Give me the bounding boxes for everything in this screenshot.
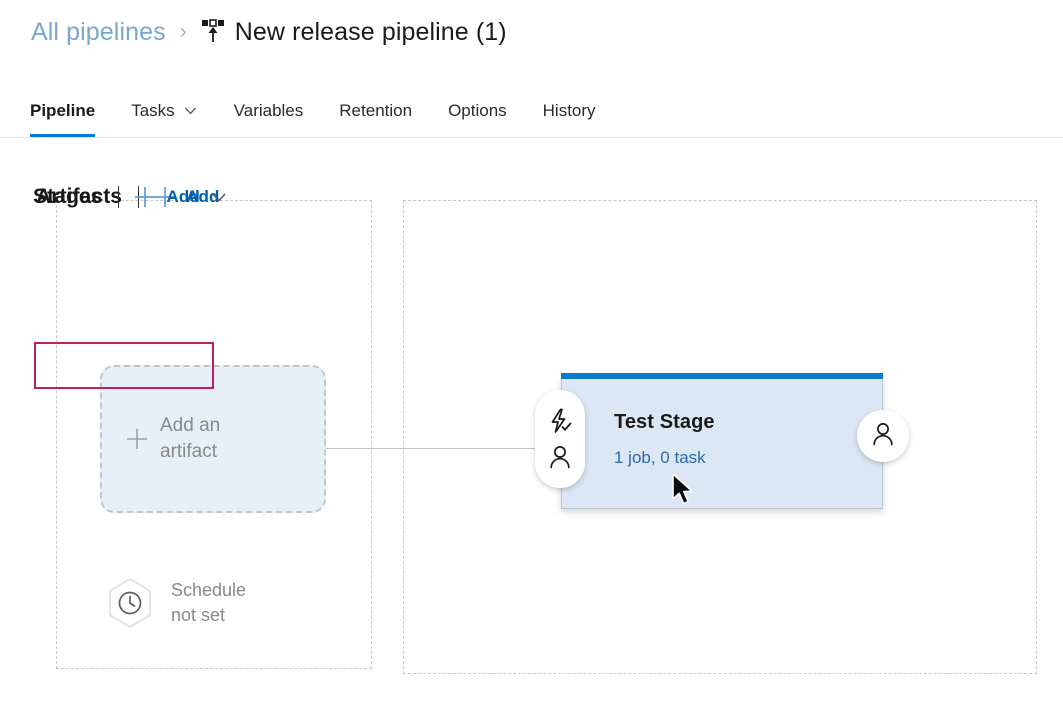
stage-card-top-bar [561, 373, 883, 379]
schedule-line1: Schedule [171, 580, 247, 600]
schedule-label: Schedule not set [171, 578, 246, 628]
stages-title: Stages [33, 185, 103, 208]
artifact-stage-connector [326, 448, 572, 449]
plus-icon [126, 428, 148, 450]
artifacts-header: Artifacts Add [36, 185, 219, 209]
schedule-line2: not set [171, 605, 226, 625]
tab-pipeline[interactable]: Pipeline [30, 84, 96, 137]
add-artifact-line1: Add an [160, 415, 221, 436]
person-icon [547, 444, 573, 470]
add-an-artifact-label: Add an artifact [160, 413, 220, 465]
schedule-trigger[interactable]: Schedule not set [103, 576, 246, 630]
lightning-check-icon [547, 408, 573, 434]
tab-label: Pipeline [30, 100, 96, 120]
add-stage-button[interactable]: Add [166, 187, 200, 206]
add-artifact-line2: artifact [160, 441, 218, 462]
tab-label: Tasks [131, 100, 175, 120]
add-an-artifact-box[interactable]: Add an artifact [100, 365, 326, 513]
chevron-down-icon[interactable] [183, 103, 198, 118]
tab-retention[interactable]: Retention [339, 84, 412, 128]
tab-history[interactable]: History [543, 84, 596, 128]
chevron-down-icon[interactable] [210, 188, 228, 206]
tab-variables[interactable]: Variables [234, 84, 304, 128]
add-artifact-button[interactable]: Add [186, 187, 220, 206]
stage-jobs-link[interactable]: 1 job, 0 task [614, 448, 706, 467]
artifacts-panel [56, 200, 372, 669]
tab-label: Variables [233, 100, 304, 120]
tab-options[interactable]: Options [448, 84, 507, 128]
breadcrumb-separator: › [179, 20, 187, 43]
tab-bar: Pipeline Tasks Variables Retention Options Hi… [0, 84, 1063, 138]
breadcrumb: All pipelines › New release pipeline (1) [31, 10, 507, 54]
breadcrumb-all-pipelines-link[interactable]: All pipelines [31, 17, 166, 46]
tab-label: Retention [339, 100, 413, 120]
clock-icon [103, 576, 157, 630]
release-pipeline-icon [200, 18, 226, 46]
post-deployment-conditions-button[interactable] [857, 410, 909, 462]
artifacts-title: Artifacts [36, 185, 123, 208]
stage-card-test-stage[interactable]: Test Stage 1 job, 0 task [561, 373, 883, 509]
tab-label: History [542, 100, 596, 120]
tab-tasks[interactable]: Tasks [131, 84, 197, 128]
stage-name: Test Stage [614, 411, 715, 433]
stages-header-divider [118, 186, 120, 208]
plus-icon[interactable] [153, 185, 177, 209]
stages-header: Stages Add [33, 185, 228, 209]
pre-deployment-conditions-button[interactable] [535, 390, 585, 488]
person-icon [870, 421, 896, 452]
page-title: New release pipeline (1) [234, 17, 507, 46]
tab-label: Options [448, 100, 507, 120]
plus-icon[interactable] [133, 185, 157, 209]
tabs-container: Pipeline Tasks Variables Retention Options Hi… [30, 84, 632, 137]
pipeline-editor-canvas: Artifacts Add Add an artifact [0, 138, 1063, 709]
stages-panel [403, 200, 1037, 674]
